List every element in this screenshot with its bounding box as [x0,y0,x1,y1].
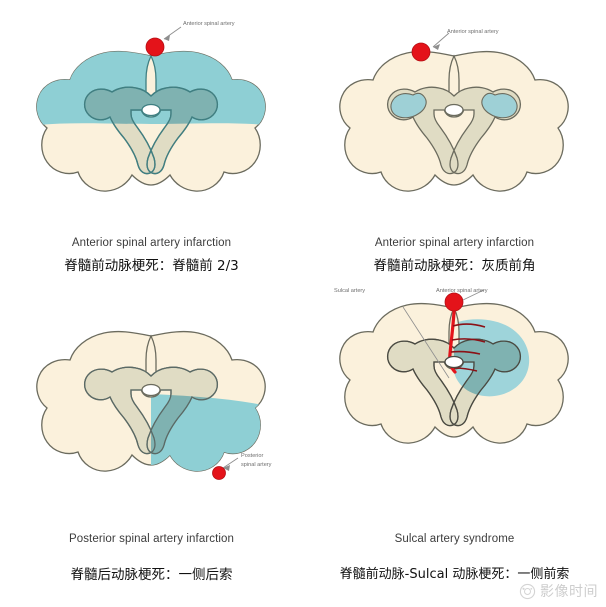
spinal-cord-diagram-1: Anterior spinal artery [0,0,303,232]
sulcal-artery-leader-line [402,306,450,379]
spinal-cord-diagram-3: Posterior spinal artery [0,290,303,522]
annotation-arrowhead [433,44,440,50]
central-canal [444,103,464,117]
anterior-spinal-artery-marker [145,37,165,57]
annotation-leader-line [222,457,239,469]
panel-4-caption-zh: 脊髓前动脉-Sulcal 动脉梗死：一侧前索 [339,567,570,582]
posterior-spinal-artery-marker [212,466,226,480]
panel-sulcal-artery-syndrome: Sulcal artery Anterior spinal artery Sul… [303,288,606,582]
annotation-arrowhead [164,35,170,41]
spinal-cord-diagram-4: Sulcal artery Anterior spinal artery [303,288,606,522]
watermark: 影像时间 [519,581,598,601]
central-canal [141,383,161,397]
anterior-spinal-artery-marker [444,292,464,312]
white-matter-outline [339,50,569,192]
watermark-text: 影像时间 [540,584,598,600]
infarct-anterior-gray-horns [84,87,218,127]
panel-1-caption-zh: 脊髓前动脉梗死：脊髓前 2/3 [64,258,239,274]
central-canal [444,355,464,369]
annotation-leader-line [163,26,182,40]
panel-2-caption-en: Anterior spinal artery infarction [374,237,535,249]
sulcal-artery-label: Sulcal artery [334,288,365,294]
sulcal-artery-branch-1 [452,323,486,328]
posterior-spinal-artery-label-line-2: spinal artery [241,462,272,468]
sulcal-artery-branch-2 [451,338,486,343]
panel-3-caption-en: Posterior spinal artery infarction [68,533,235,545]
annotation-arrowhead [223,465,230,471]
camera-circle-logo [519,583,536,599]
posterior-spinal-artery-label-line-1: Posterior [241,453,264,459]
anterior-spinal-artery-label: Anterior spinal artery [447,29,499,35]
panel-2-caption-zh: 脊髓前动脉梗死：灰质前角 [373,258,536,274]
panel-posterior-spinal-artery: Posterior spinal artery Posterior spinal… [0,290,303,583]
infarct-right-anterior-horn [481,92,518,119]
sulcal-artery-branch-3 [450,350,481,355]
anterior-spinal-artery-label: Anterior spinal artery [183,21,235,27]
panel-3-caption-zh: 脊髓后动脉梗死：一侧后索 [70,567,233,583]
central-canal [141,103,161,117]
anterior-spinal-artery-marker [411,42,431,62]
anterior-spinal-artery-leader-line [462,290,485,301]
spinal-cord-diagram-2: Anterior spinal artery [303,0,606,232]
annotation-leader-line [432,32,450,48]
panel-anterior-spinal-artery-2-3: Anterior spinal artery Anterior spinal a… [0,0,303,300]
anterior-spinal-artery-label: Anterior spinal artery [436,288,488,294]
panel-1-caption-en: Anterior spinal artery infarction [71,237,232,249]
panel-anterior-spinal-artery-gray-horn: Anterior spinal artery Anterior spinal a… [303,0,606,300]
panel-4-caption-en: Sulcal artery syndrome [394,533,515,545]
infarct-left-anterior-horn [390,92,427,119]
